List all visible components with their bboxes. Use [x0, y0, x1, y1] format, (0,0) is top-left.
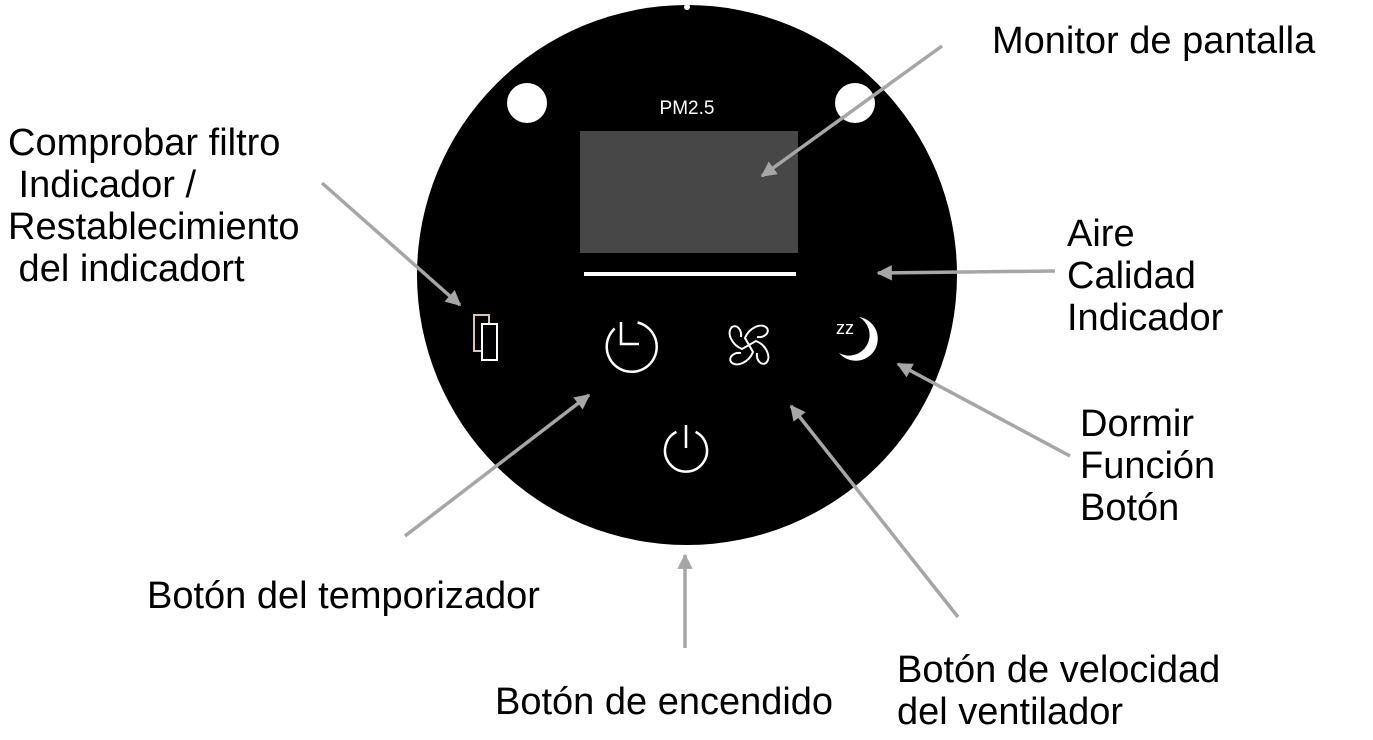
callout-timer-button: Botón del temporizador	[147, 575, 540, 617]
callout-power-button: Botón de encendido	[495, 681, 834, 723]
fan-icon[interactable]	[728, 324, 770, 366]
callout-filter-indicator: Comprobar filtro Indicador / Restablecim…	[8, 122, 300, 290]
callout-display-monitor: Monitor de pantalla	[992, 20, 1316, 62]
display-screen	[580, 131, 798, 253]
sleep-moon-icon[interactable]: zz	[836, 317, 878, 361]
arrow-display-monitor	[760, 44, 944, 178]
timer-icon[interactable]	[605, 321, 658, 373]
mounting-hole-left	[507, 83, 547, 123]
sleep-zz-text: zz	[836, 318, 854, 338]
arrow-sleep-button	[896, 362, 1071, 458]
mounting-hole-right	[835, 83, 875, 123]
arrow-fan-speed-button	[789, 404, 960, 619]
arrow-air-quality	[876, 265, 1056, 281]
callout-fan-speed-button: Botón de velocidad del ventilador	[897, 649, 1221, 733]
callout-air-quality: Aire Calidad Indicador	[1067, 213, 1224, 339]
callout-sleep-button: Dormir Función Botón	[1080, 403, 1216, 529]
arrow-timer-button	[403, 393, 591, 538]
filter-indicator-icon[interactable]	[473, 314, 498, 361]
top-notch	[684, 4, 690, 10]
pm25-label: PM2.5	[660, 98, 715, 119]
power-icon[interactable]	[663, 425, 709, 473]
arrow-filter-indicator	[320, 181, 462, 307]
